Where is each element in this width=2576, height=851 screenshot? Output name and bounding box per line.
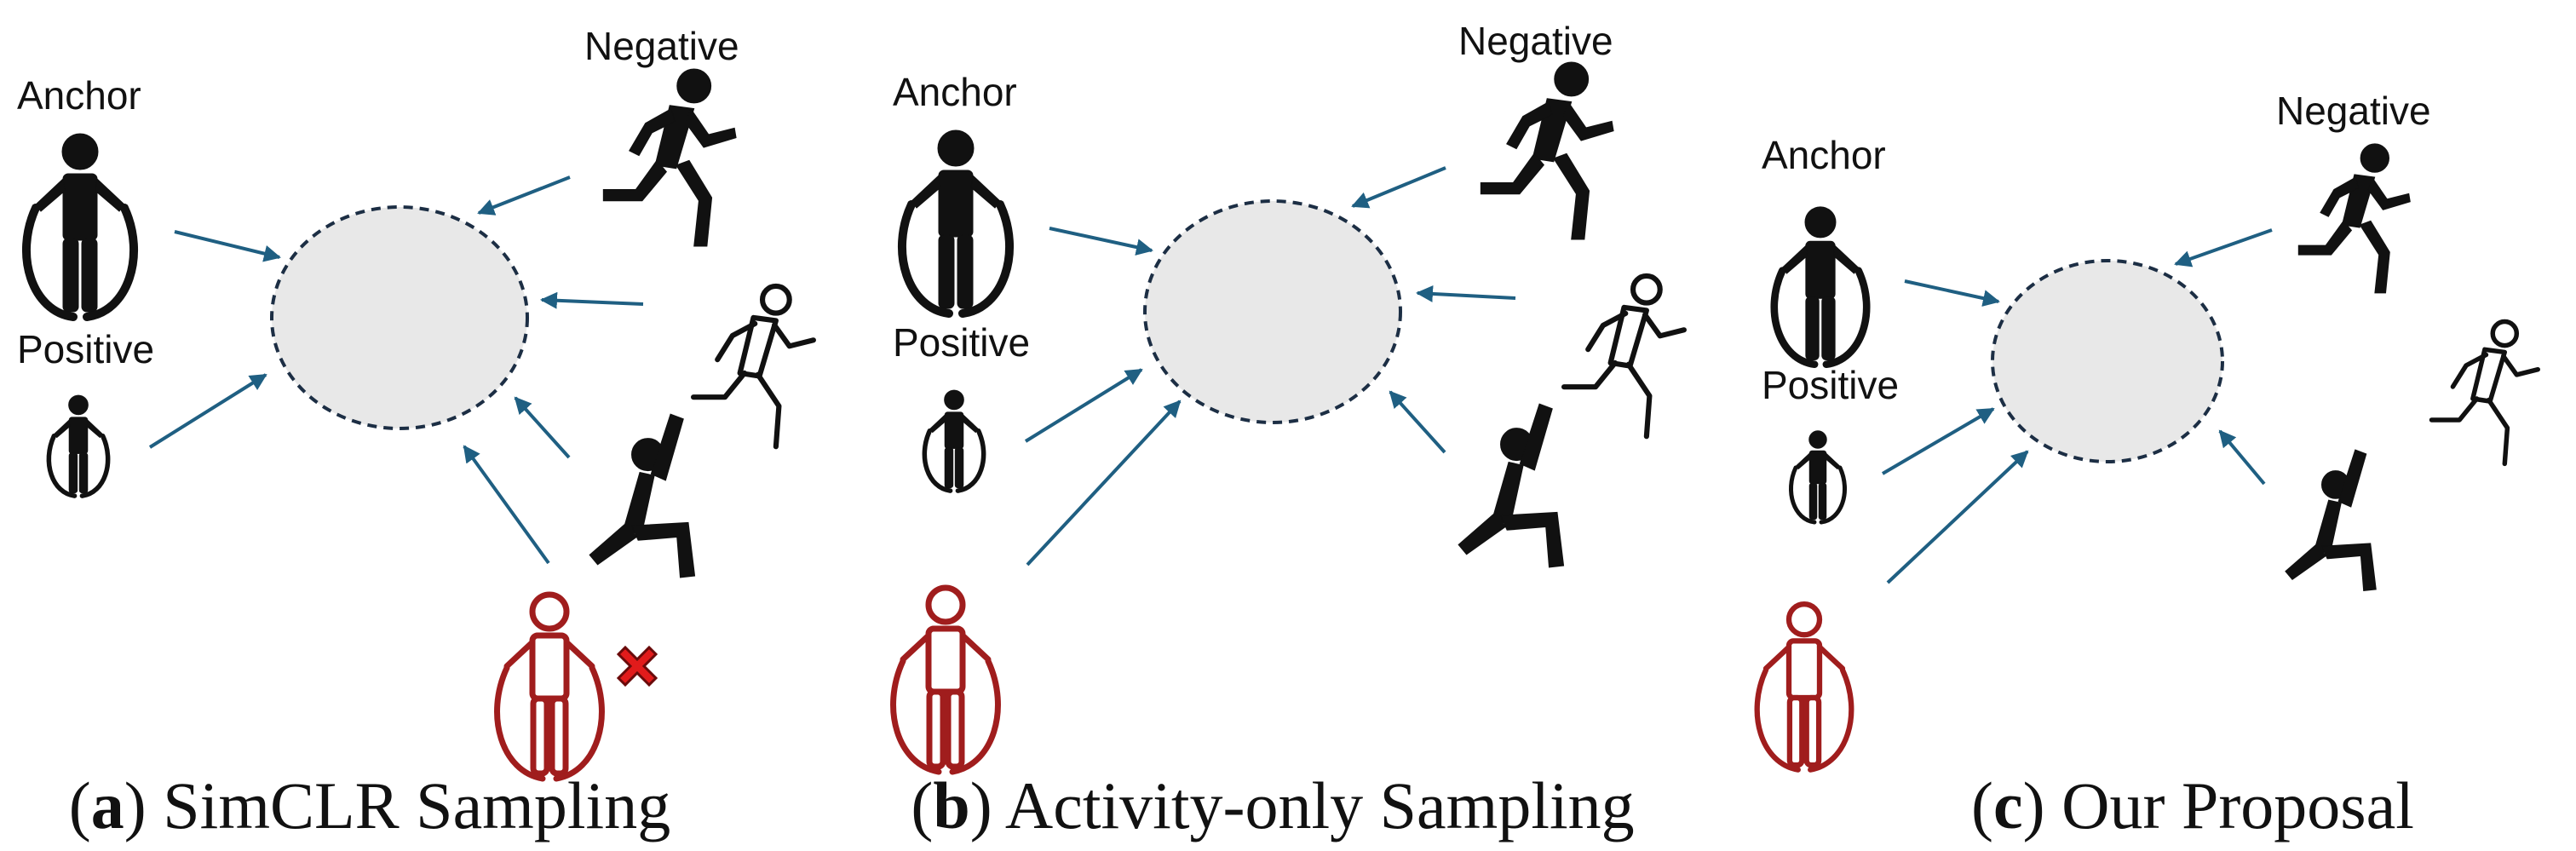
anchor-jump-rope-person-icon bbox=[26, 134, 134, 317]
negative-label-a: Negative bbox=[584, 24, 739, 68]
panel-a: Anchor Positive Negative (a) SimCLR Samp… bbox=[17, 24, 814, 842]
negative-running-person-outline-icon bbox=[1564, 276, 1684, 436]
positive-label-c: Positive bbox=[1762, 363, 1899, 407]
positive-jump-rope-person-icon bbox=[49, 395, 107, 496]
anchor-label-a: Anchor bbox=[17, 73, 141, 118]
anchor-jump-rope-person-icon bbox=[1774, 207, 1866, 365]
red-jump-rope-person-outline-icon bbox=[1757, 604, 1852, 769]
positive-label-b: Positive bbox=[893, 320, 1030, 365]
cross-mark-icon bbox=[617, 646, 658, 687]
panel-c: Anchor Positive Negative (c) Our Proposa… bbox=[1757, 89, 2539, 842]
embedding-space-b bbox=[1143, 199, 1402, 424]
panel-b: Anchor Positive Negative (b) Activity-on… bbox=[893, 19, 1684, 842]
positive-jump-rope-person-icon bbox=[1791, 431, 1844, 523]
caption-a: (a) SimCLR Sampling bbox=[69, 768, 670, 842]
anchor-label-b: Anchor bbox=[893, 70, 1017, 114]
negative-lunge-stretch-person-icon bbox=[2285, 449, 2377, 592]
negative-running-person-icon bbox=[602, 68, 737, 247]
positive-label-a: Positive bbox=[17, 327, 154, 371]
negative-running-person-outline-icon bbox=[2431, 322, 2538, 464]
embedding-space-c bbox=[1991, 259, 2224, 463]
caption-c: (c) Our Proposal bbox=[1971, 768, 2414, 842]
negative-running-person-icon bbox=[2297, 143, 2411, 294]
negative-running-person-icon bbox=[1480, 61, 1614, 240]
negative-label-c: Negative bbox=[2276, 89, 2431, 133]
caption-b: (b) Activity-only Sampling bbox=[911, 768, 1634, 842]
positive-jump-rope-person-icon bbox=[924, 390, 983, 491]
negative-label-b: Negative bbox=[1458, 19, 1613, 63]
embedding-space-a bbox=[270, 205, 529, 430]
negative-lunge-stretch-person-icon bbox=[1458, 403, 1565, 568]
negative-running-person-outline-icon bbox=[693, 286, 814, 446]
anchor-label-c: Anchor bbox=[1762, 133, 1886, 177]
anchor-jump-rope-person-icon bbox=[902, 130, 1009, 313]
red-jump-rope-person-outline-icon bbox=[497, 595, 602, 779]
negative-lunge-stretch-person-icon bbox=[589, 413, 696, 578]
red-jump-rope-person-outline-icon bbox=[894, 588, 998, 772]
